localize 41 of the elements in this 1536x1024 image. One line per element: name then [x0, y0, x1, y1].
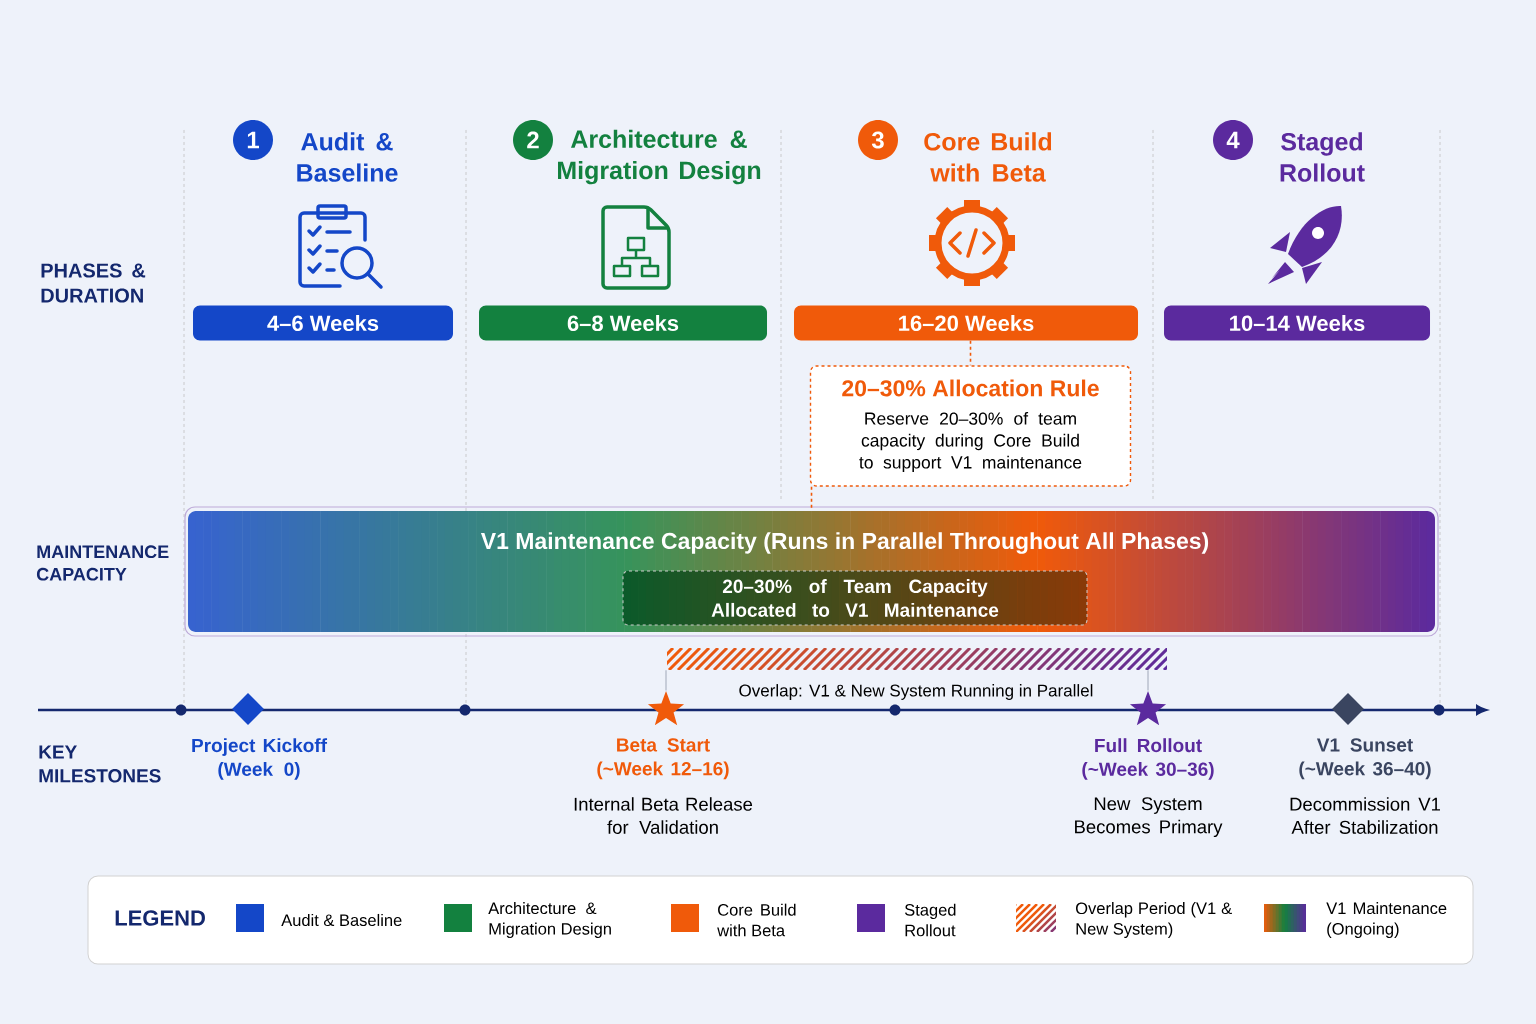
number-badge: 2	[513, 120, 553, 160]
connector	[665, 669, 667, 691]
milestone-marker	[232, 693, 264, 725]
legend-title: LEGEND	[115, 910, 205, 926]
rule-text: Reserve 20–30% of team capacity during Core Build to support V1 maintenance	[859, 411, 1082, 473]
legend-text: Overlap Period (V1 & New System)	[1076, 902, 1232, 938]
duration-bar: 16–20 Weeks	[794, 305, 1138, 341]
phase-title: Architecture & Migration Design	[558, 129, 761, 185]
legend-text: Staged Rollout	[904, 903, 956, 937]
row-label: PHASES & DURATION	[41, 263, 146, 303]
number-badge: 1	[233, 120, 273, 160]
duration-bar: 10–14 Weeks	[1164, 305, 1430, 341]
node-label: V1 Maintenance Capacity (Runs in Parallel Throughout All Phases)	[480, 532, 1209, 554]
milestone-title: Full Rollout (~Week 30–36)	[1082, 738, 1214, 780]
duration-bar: 6–8 Weeks	[479, 305, 767, 341]
overlap-caption: Overlap: V1 & New System Running in Parallel	[737, 683, 1095, 701]
milestone-description: New System Becomes Primary	[1075, 797, 1223, 838]
rule-title: 20–30% Allocation Rule	[842, 379, 1099, 397]
legend-text: Core Build with Beta	[717, 903, 796, 937]
legend-text: Architecture & Migration Design	[488, 902, 611, 938]
phase-title: Core Build with Beta	[924, 132, 1052, 182]
row-label: KEY MILESTONES	[39, 745, 161, 783]
phase-title: Staged Rollout	[1280, 132, 1365, 182]
phase-title: Audit & Baseline	[297, 132, 398, 182]
legend-text: V1 Maintenance (Ongoing)	[1326, 902, 1447, 938]
number-badge: 4	[1213, 120, 1253, 160]
duration-bar: 4–6 Weeks	[193, 305, 453, 341]
milestone-title: V1 Sunset (~Week 36–40)	[1299, 738, 1431, 780]
connector	[1147, 669, 1149, 691]
milestone-title: Project Kickoff (Week 0)	[192, 738, 328, 780]
number-badge: 3	[858, 120, 898, 160]
milestone-marker	[1332, 693, 1364, 725]
allocation-box: 20–30% of Team Capacity Allocated to V1 Maintenance	[622, 570, 1088, 626]
milestone-description: Internal Beta Release for Validation	[574, 797, 753, 834]
milestone-description: Decommission V1 After Stabilization	[1290, 797, 1440, 834]
milestone-title: Beta Start (~Week 12–16)	[597, 738, 729, 780]
row-label: MAINTENANCE CAPACITY	[36, 545, 169, 581]
legend-text: Audit & Baseline	[281, 913, 402, 927]
milestone-star	[647, 691, 685, 726]
overlap-bar	[667, 648, 1167, 670]
milestone-star	[1129, 691, 1167, 726]
